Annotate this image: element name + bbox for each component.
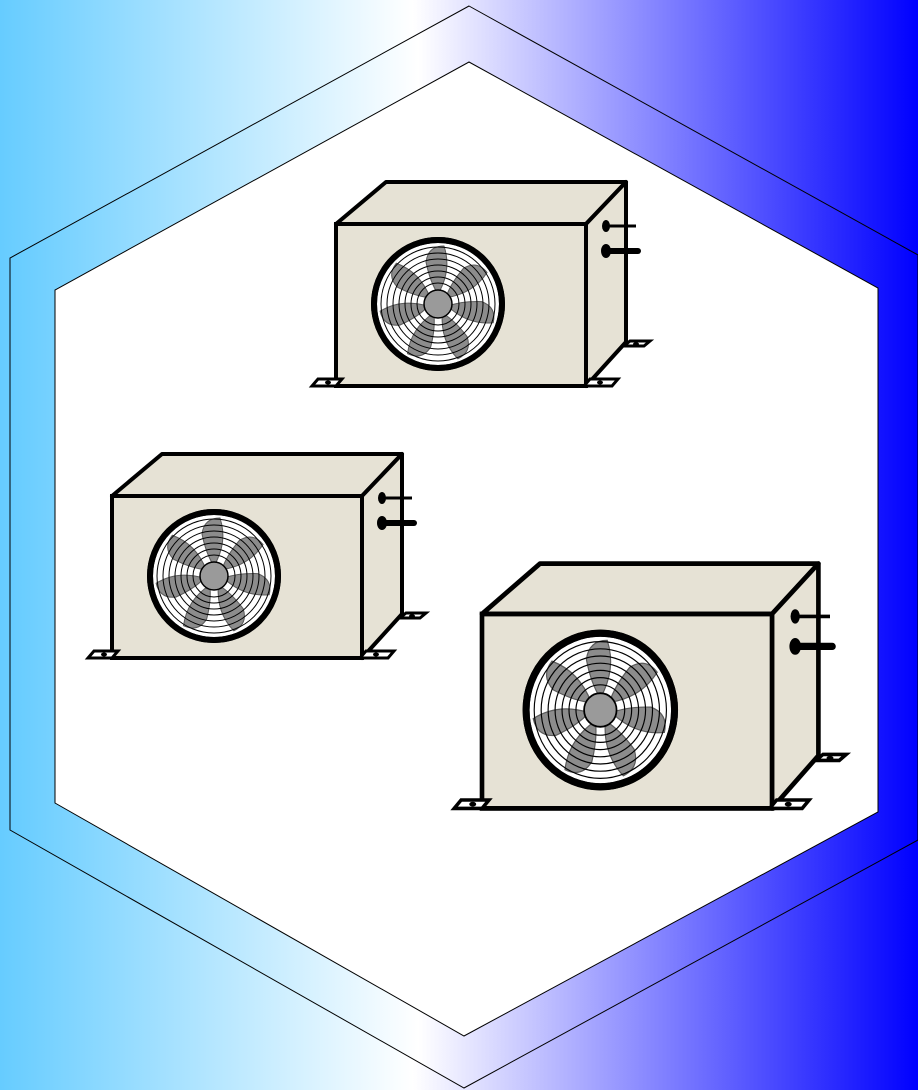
ac-unit-left [88, 454, 426, 658]
ac-unit-top [312, 182, 650, 386]
ac-unit-right [454, 564, 846, 809]
